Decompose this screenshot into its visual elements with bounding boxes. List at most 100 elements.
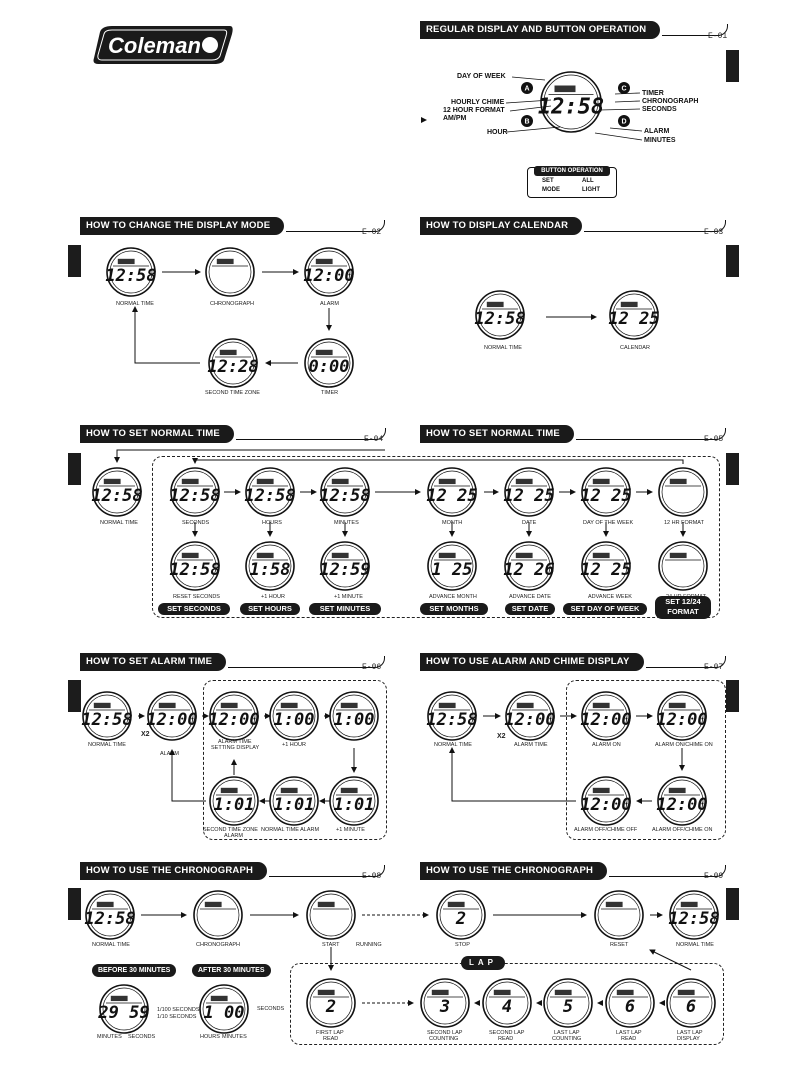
section-code: E-09 [704, 872, 724, 881]
watch-face: 12:00 [580, 776, 632, 826]
banner-set-day-of-week: SET DAY OF WEEK [563, 603, 647, 615]
section-title: HOW TO USE ALARM AND CHIME DISPLAY [420, 653, 644, 671]
watch-face: 12:58 [668, 890, 720, 940]
watch-face: 12 25 [503, 467, 555, 517]
watch-display-text: 0:00 [309, 357, 350, 377]
section-header-e05: HOW TO SET NORMAL TIME [420, 425, 726, 443]
alarm-chime-group [566, 680, 726, 840]
watch-face: 1:00 [329, 691, 379, 741]
side-tab [726, 680, 739, 712]
label: READ [323, 1036, 339, 1042]
watch-display-text: 12:58 [84, 909, 135, 929]
watch-face: 1:01 [209, 776, 259, 826]
legend-mode: MODE [542, 187, 560, 193]
watch-display-text: 12 26 [503, 560, 554, 580]
watch-face: 12:58 [81, 691, 133, 741]
watch-display-text: 1:01 [274, 795, 315, 815]
watch-face: 1:00 [269, 691, 319, 741]
label: SECOND LAP [489, 1030, 525, 1036]
label-hour: HOUR [487, 129, 508, 136]
watch-display-text: 12:58 [319, 486, 370, 506]
watch-display-text: 2 [455, 909, 466, 929]
watch-face: 12 25 [426, 467, 478, 517]
watch-face: 0:00 [304, 338, 354, 388]
label: LAST LAP [616, 1030, 642, 1036]
label-chronograph: CHRONOGRAPH [642, 98, 699, 105]
watch-display-text: 1 00 [204, 1003, 245, 1023]
label: COUNTING [429, 1036, 459, 1042]
section-code: E-04 [364, 435, 384, 444]
side-tab [68, 888, 81, 920]
label: SETTING DISPLAY [211, 745, 260, 751]
label: CHRONOGRAPH [196, 942, 241, 948]
watch-face: 12:58 [244, 467, 296, 517]
label: +1 HOUR [261, 594, 285, 600]
watch-display-text: 1:00 [274, 710, 315, 730]
watch-face: 12:58 [91, 467, 143, 517]
watch-face [306, 890, 356, 940]
label: STOP [455, 942, 470, 948]
banner-format-line2: FORMAT [667, 607, 699, 616]
watch-display-text: 12 25 [580, 486, 631, 506]
label: +1 MINUTE [336, 827, 365, 833]
alarm-setting-group [203, 680, 387, 840]
label: NORMAL TIME [676, 942, 714, 948]
svg-text:B: B [525, 119, 530, 126]
banner-format-line1: SET 12/24 [665, 597, 701, 606]
section-header-e08: HOW TO USE THE CHRONOGRAPH [80, 862, 385, 880]
watch-display-text: 12:58 [474, 309, 525, 329]
legend-set: SET [542, 178, 554, 184]
label: +1 MINUTE [334, 594, 363, 600]
section-code: E-05 [704, 435, 724, 444]
label: SECONDS [128, 1034, 156, 1040]
label: SECOND TIME ZONE [203, 827, 258, 833]
section-header-e03: HOW TO DISPLAY CALENDAR [420, 217, 726, 235]
section-title: HOW TO USE THE CHRONOGRAPH [420, 862, 608, 880]
side-tab [68, 453, 81, 485]
section-header-e06: HOW TO SET ALARM TIME [80, 653, 385, 671]
watch-face: 12:58 [538, 71, 604, 133]
label: NORMAL TIME ALARM [261, 827, 320, 833]
watch-display-text: 12:58 [81, 710, 132, 730]
side-tab [68, 245, 81, 277]
label: COUNTING [552, 1036, 582, 1042]
label: HOURS [262, 520, 282, 526]
label: LAST LAP [554, 1030, 580, 1036]
label-timer: TIMER [642, 90, 664, 97]
watch-face: 2 [306, 978, 356, 1028]
section-header-e04: HOW TO SET NORMAL TIME [80, 425, 386, 443]
side-tab [726, 888, 739, 920]
label-12-hour-format: 12 HOUR FORMAT [443, 107, 505, 114]
watch-face: 3 [420, 978, 470, 1028]
regular-leader-lines: A B C D [505, 76, 643, 141]
watch-display-text: 12:59 [319, 560, 370, 580]
section-title: HOW TO DISPLAY CALENDAR [420, 217, 583, 235]
label: RUNNING [356, 942, 382, 948]
label: ALARM [224, 833, 243, 839]
label: FIRST LAP [316, 1030, 344, 1036]
lap-group [290, 963, 724, 1045]
banner-set-date: SET DATE [505, 603, 555, 615]
section-title: HOW TO SET NORMAL TIME [420, 425, 574, 443]
watch-face: 12 25 [580, 541, 632, 591]
label: CALENDAR [620, 345, 650, 351]
label: ADVANCE DATE [509, 594, 551, 600]
label: NORMAL TIME [434, 742, 472, 748]
watch-display-text: 3 [439, 997, 450, 1017]
watch-display-text: 1:00 [334, 710, 375, 730]
side-tab [726, 50, 739, 82]
label: LAST LAP [677, 1030, 703, 1036]
section-title: HOW TO SET ALARM TIME [80, 653, 227, 671]
label: NORMAL TIME [116, 301, 154, 307]
label: RESET SECONDS [173, 594, 220, 600]
watch-display-text: 1:58 [250, 560, 291, 580]
watch-display-text: 5 [563, 997, 573, 1017]
watch-display-text: 12:00 [580, 710, 631, 730]
coleman-logo: Coleman [93, 26, 233, 64]
watch-display-text: 12:58 [105, 266, 156, 286]
watch-face: 29 59 [97, 984, 150, 1034]
